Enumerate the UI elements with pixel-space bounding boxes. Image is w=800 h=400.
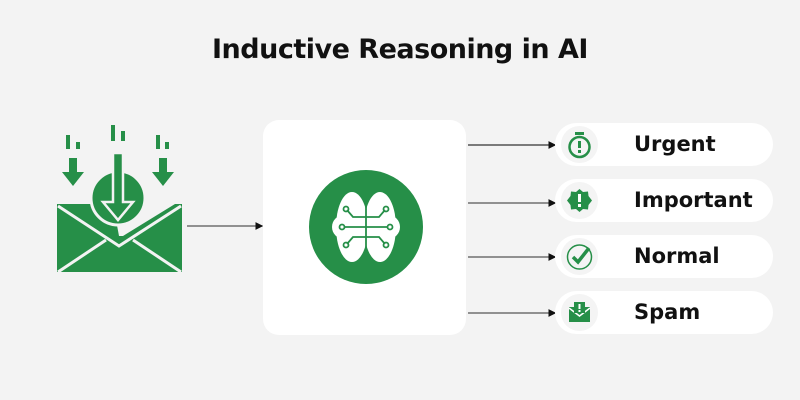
category-spam: Spam [555, 291, 773, 334]
ai-brain-circuit-icon [309, 170, 423, 284]
category-important: Important [555, 179, 773, 222]
category-urgent: Urgent [555, 123, 773, 166]
page-title: Inductive Reasoning in AI [212, 34, 588, 65]
category-normal: Normal [555, 235, 773, 278]
check-circle-icon [561, 238, 598, 275]
category-label: Spam [634, 300, 701, 324]
category-label: Normal [634, 244, 720, 268]
badge-alert-icon [561, 182, 598, 219]
category-label: Urgent [634, 132, 716, 156]
mail-alert-icon [561, 294, 598, 331]
category-label: Important [634, 188, 753, 212]
stopwatch-alert-icon [561, 126, 598, 163]
